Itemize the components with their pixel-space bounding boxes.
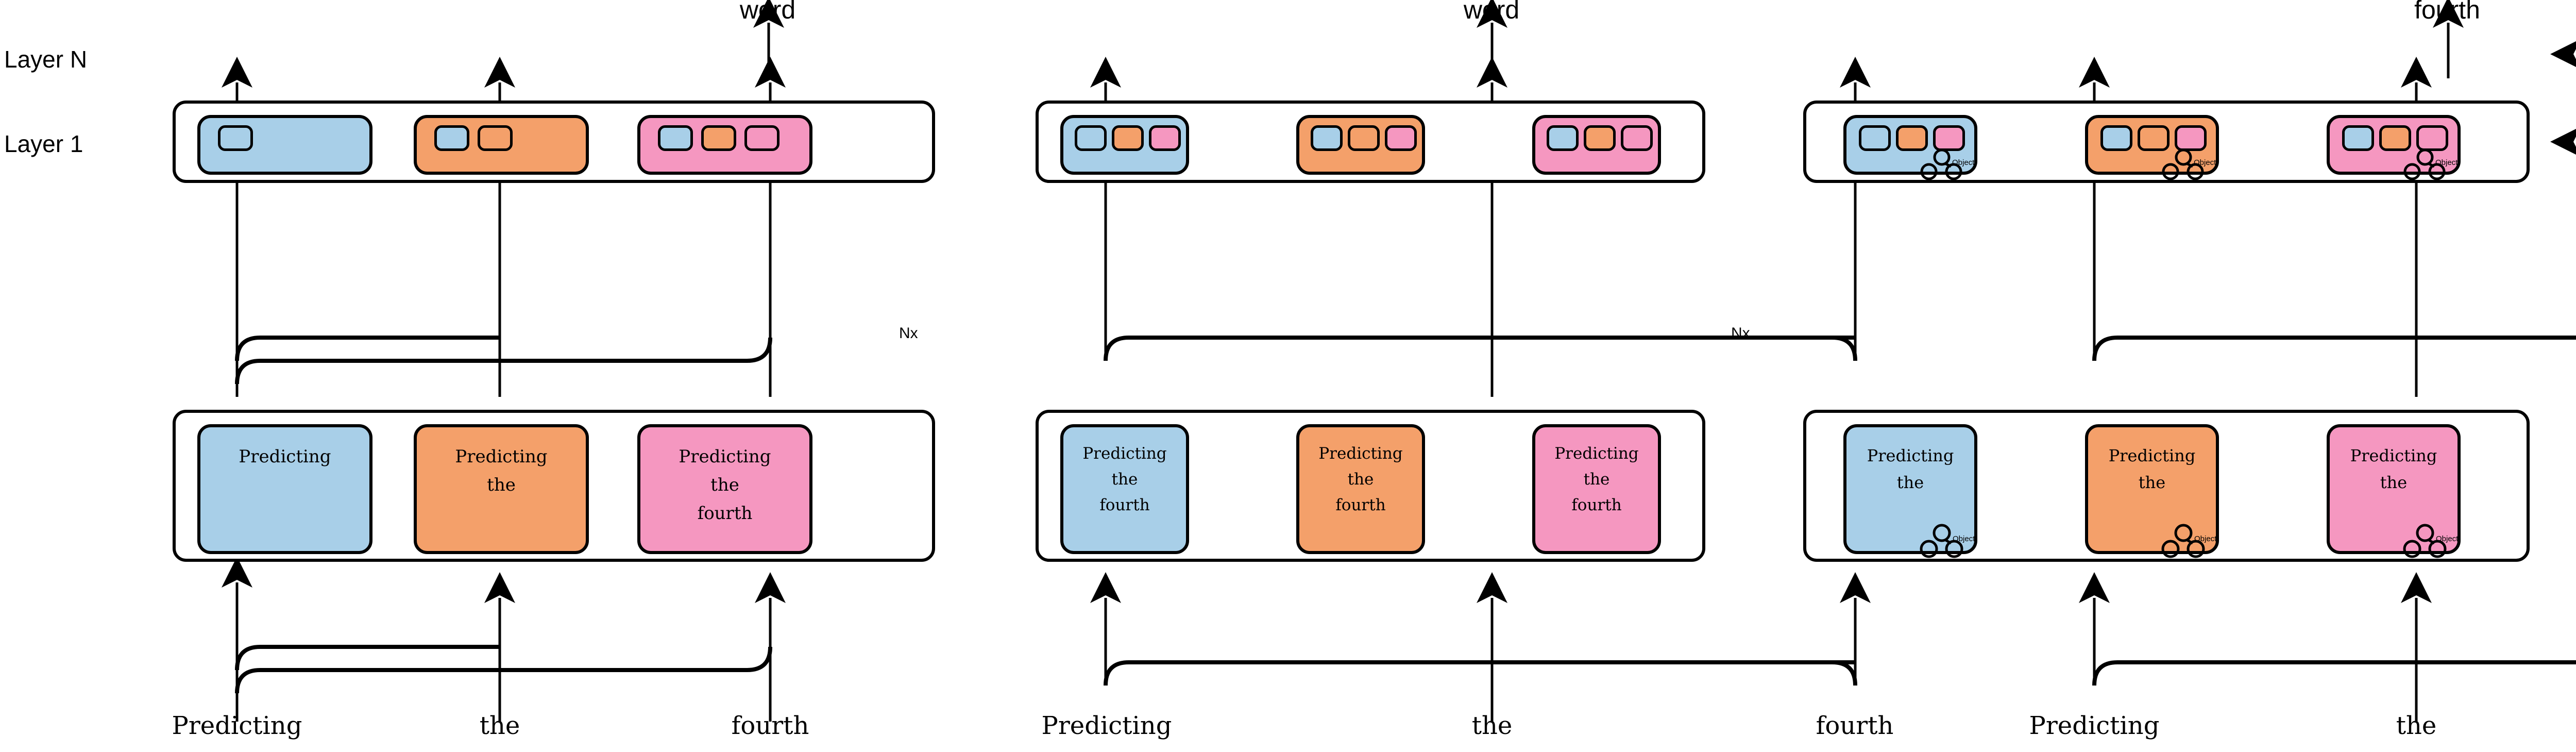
panel-1-layer-n-container	[173, 101, 935, 183]
panel-1-repeat-label: Nx	[899, 325, 918, 342]
row-label-layer-1: Layer 1	[4, 130, 83, 157]
panel-3-input-word-1: the	[2396, 711, 2437, 740]
panel-2-layer-n-token-2[interactable]	[1532, 115, 1661, 175]
panel-2-repeat-label: Nx	[1731, 325, 1750, 342]
panel-1-layer-1-token-2[interactable]: Predicting the fourth	[637, 424, 812, 554]
chip-empty	[1348, 125, 1380, 151]
object-graph-icon	[1920, 148, 1962, 180]
panel-1-layer-1-token-1[interactable]: Predicting the	[414, 424, 589, 554]
panel-1-layer-1-token-0[interactable]: Predicting	[197, 424, 372, 554]
object-graph-icon	[2162, 148, 2204, 180]
object-graph-label: Object	[1952, 158, 1975, 167]
token-text: Predicting the fourth	[1318, 444, 1403, 515]
panel-1: word Nx	[0, 0, 943, 752]
chip-blue	[2342, 125, 2374, 151]
chip-orange	[1896, 125, 1928, 151]
token-text: Predicting the	[455, 446, 548, 496]
panel-1-input-word-1: the	[479, 711, 520, 740]
chip-blue	[218, 125, 253, 151]
panel-1-layer-n-token-1[interactable]	[414, 115, 589, 175]
object-graph-icon	[2403, 524, 2447, 558]
object-graph-label: Object	[1953, 534, 1975, 543]
chip-pink	[1933, 125, 1965, 151]
panel-3-layer-n-token-1[interactable]: Object	[2085, 115, 2219, 180]
object-graph-icon	[2403, 148, 2446, 180]
panel-2-layer-n-token-0[interactable]	[1060, 115, 1189, 175]
panel-1-layer-1-container: Predicting Predicting the Predicting the…	[173, 410, 935, 562]
panel-2-input-word-1: the	[1471, 711, 1513, 740]
chip-orange	[1584, 125, 1616, 151]
panel-2-input-word-0: Predicting	[1041, 711, 1172, 740]
row-label-layer-n: Layer N	[4, 46, 88, 73]
chip-empty	[2138, 125, 2170, 151]
panel-1-input-word-2: fourth	[731, 711, 809, 740]
object-graph-label: Object	[2436, 534, 2459, 543]
panel-3-layer-1-token-0[interactable]: Predicting the Object	[1843, 424, 1977, 558]
chip-blue	[1311, 125, 1343, 151]
chip-blue	[434, 125, 469, 151]
chip-orange	[2379, 125, 2411, 151]
chip-empty	[1075, 125, 1107, 151]
object-graph-label: Object	[2435, 158, 2458, 167]
token-text: Predicting the fourth	[679, 446, 771, 524]
token-text: Predicting the fourth	[1554, 444, 1639, 515]
token-text: Predicting the fourth	[1082, 444, 1167, 515]
panel-3-layer-n-token-2[interactable]: Object	[2327, 115, 2461, 180]
panel-3-layer-1-container: Predicting the Object Predicting the O	[1803, 410, 2530, 562]
chip-empty	[2416, 125, 2448, 151]
chip-blue	[1547, 125, 1579, 151]
chip-empty	[478, 125, 513, 151]
panel-2-layer-n-container	[1036, 101, 1705, 183]
panel-2-layer-1-token-0[interactable]: Predicting the fourth	[1060, 424, 1189, 554]
panel-2-input-word-2: fourth	[1816, 711, 1894, 740]
chip-empty	[1859, 125, 1891, 151]
chip-pink	[2175, 125, 2207, 151]
chip-empty	[1621, 125, 1653, 151]
chip-blue	[658, 125, 693, 151]
chip-empty	[744, 125, 779, 151]
chip-orange	[1112, 125, 1144, 151]
panel-3-layer-1-token-1[interactable]: Predicting the Object	[2085, 424, 2219, 558]
panel-1-layer-n-token-0[interactable]	[197, 115, 372, 175]
panel-3-layer-n-container: Object Object	[1803, 101, 2530, 183]
chip-pink	[1385, 125, 1417, 151]
object-graph-icon	[1920, 524, 1963, 558]
panel-3-layer-n-token-0[interactable]: Object	[1843, 115, 1977, 180]
token-text: Predicting	[239, 446, 331, 467]
panel-3-input-word-0: Predicting	[2029, 711, 2160, 740]
object-graph-label: Object	[2194, 158, 2216, 167]
panel-2-layer-1-token-2[interactable]: Predicting the fourth	[1532, 424, 1661, 554]
panel-2-layer-1-token-1[interactable]: Predicting the fourth	[1296, 424, 1425, 554]
panel-2: word	[943, 0, 1893, 752]
object-graph-label: Object	[2194, 534, 2217, 543]
object-graph-icon	[2161, 524, 2205, 558]
panel-1-input-word-0: Predicting	[172, 711, 302, 740]
chip-blue	[2100, 125, 2132, 151]
panel-3-layer-1-token-2[interactable]: Predicting the Object	[2327, 424, 2461, 558]
panel-3: fourth Nx	[1793, 0, 2576, 752]
panel-2-layer-1-container: Predicting the fourth Predicting the fou…	[1036, 410, 1705, 562]
chip-pink	[1149, 125, 1181, 151]
panel-1-layer-n-token-2[interactable]	[637, 115, 812, 175]
chip-orange	[701, 125, 736, 151]
panel-2-layer-n-token-1[interactable]	[1296, 115, 1425, 175]
